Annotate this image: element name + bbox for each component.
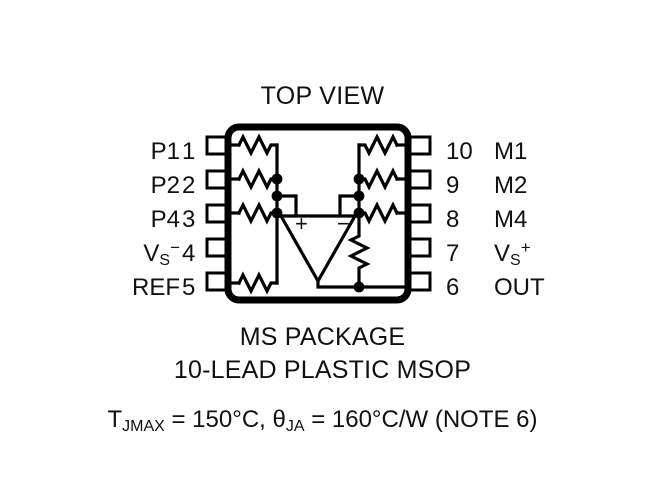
resistor-left-2 [236, 167, 279, 191]
junction-dot-left-middle [271, 190, 283, 202]
junction-dot-right-middle [353, 190, 365, 202]
amplifier-inverting-input-label: − [337, 211, 350, 236]
internal-schematic [226, 133, 410, 295]
resistor-right-1 [357, 133, 400, 157]
thermal-specification: TJMAX = 150°C, θJA = 160°C/W (NOTE 6) [0, 406, 645, 435]
pin-label-right-6: OUT [494, 276, 545, 300]
lead-tab-pin-1 [205, 135, 237, 156]
pin-number-right-7: 7 [446, 240, 460, 267]
pin-number-right-10: 10 [446, 138, 473, 165]
lead-tabs-right [400, 135, 432, 292]
pin-name-m2: M2 [494, 172, 528, 199]
pin-name-p1: P1 [150, 138, 180, 165]
pin-number-left-5: 5 [182, 274, 196, 301]
theta-value: = 160°C/W (NOTE 6) [304, 406, 538, 433]
pin-label-left-3: P4 [118, 208, 180, 232]
pin-name-p2: P2 [150, 172, 180, 199]
pin-label-right-9: M2 [494, 174, 527, 198]
lead-tab-pin-2 [205, 169, 237, 190]
resistor-left-3 [236, 201, 279, 225]
theta-subscript: JA [285, 418, 305, 435]
resistor-left-4-ref [236, 271, 279, 295]
pin-number-left-3: 3 [182, 206, 196, 233]
pin-name-vs-negative: V [143, 240, 160, 267]
pin-name-p4: P4 [150, 206, 180, 233]
amplifier-noninverting-input-label: + [295, 211, 308, 236]
lead-tabs-left [205, 135, 237, 292]
pin-name-vs-positive-superscript: + [520, 238, 531, 257]
page-title: TOP VIEW [260, 82, 385, 110]
pin-name-ref: REF [132, 274, 180, 301]
pin-label-right-8: M4 [494, 208, 527, 232]
pin-label-right-7: VS+ [494, 239, 531, 269]
pin-number-left-2: 2 [182, 172, 196, 199]
lead-tab-pin-8 [400, 203, 432, 224]
package-description-caption: 10-LEAD PLASTIC MSOP [173, 356, 472, 384]
lead-tab-pin-3 [205, 203, 237, 224]
junction-dot-right-lower [353, 207, 365, 219]
wire-left-bus-to-amp-plus [275, 194, 298, 218]
resistor-right-3 [357, 201, 400, 225]
theta-symbol: θ [272, 406, 286, 433]
lead-tab-pin-4 [205, 237, 237, 258]
tjmax-value: = 150°C, [164, 406, 273, 433]
pin-label-left-1: P1 [118, 140, 180, 164]
wire-amp-output-to-out [316, 279, 361, 289]
pin-name-vs-negative-superscript: − [170, 238, 180, 257]
pin-name-m4: M4 [494, 206, 528, 233]
lead-tab-pin-10 [400, 135, 432, 156]
lead-tab-pin-5 [205, 271, 237, 292]
package-name-caption: MS PACKAGE [239, 323, 406, 351]
lead-tab-pin-9 [400, 169, 432, 190]
tjmax-symbol: T [107, 406, 123, 433]
resistor-right-2 [357, 167, 400, 191]
resistor-right-4-feedback [347, 211, 371, 289]
pin-name-out: OUT [494, 274, 545, 301]
junction-dot-left-upper [271, 173, 283, 185]
pin-name-m1: M1 [494, 138, 528, 165]
pin-name-vs-positive-subscript: S [510, 252, 521, 269]
pin-number-right-8: 8 [446, 206, 460, 233]
pin-number-right-9: 9 [446, 172, 460, 199]
package-body-outline [224, 123, 412, 304]
pin-label-left-4: VS− [110, 239, 180, 269]
junction-dot-out-node [353, 281, 365, 293]
junction-dot-left-lower [271, 207, 283, 219]
junction-dots [271, 173, 365, 293]
pin-name-vs-negative-subscript: S [159, 252, 171, 269]
pin-number-right-6: 6 [446, 274, 460, 301]
pin-label-left-2: P2 [118, 174, 180, 198]
tjmax-subscript: JMAX [122, 418, 165, 435]
lead-tab-pin-7 [400, 237, 432, 258]
pin-label-left-5: REF [108, 276, 180, 300]
lead-tab-pin-6 [400, 271, 432, 292]
pin-number-left-1: 1 [182, 138, 196, 165]
pin-number-left-4: 4 [182, 240, 196, 267]
resistor-left-1 [236, 133, 279, 157]
pin-name-vs-positive: V [494, 240, 511, 267]
pin-label-right-10: M1 [494, 140, 527, 164]
junction-dot-right-upper [353, 173, 365, 185]
